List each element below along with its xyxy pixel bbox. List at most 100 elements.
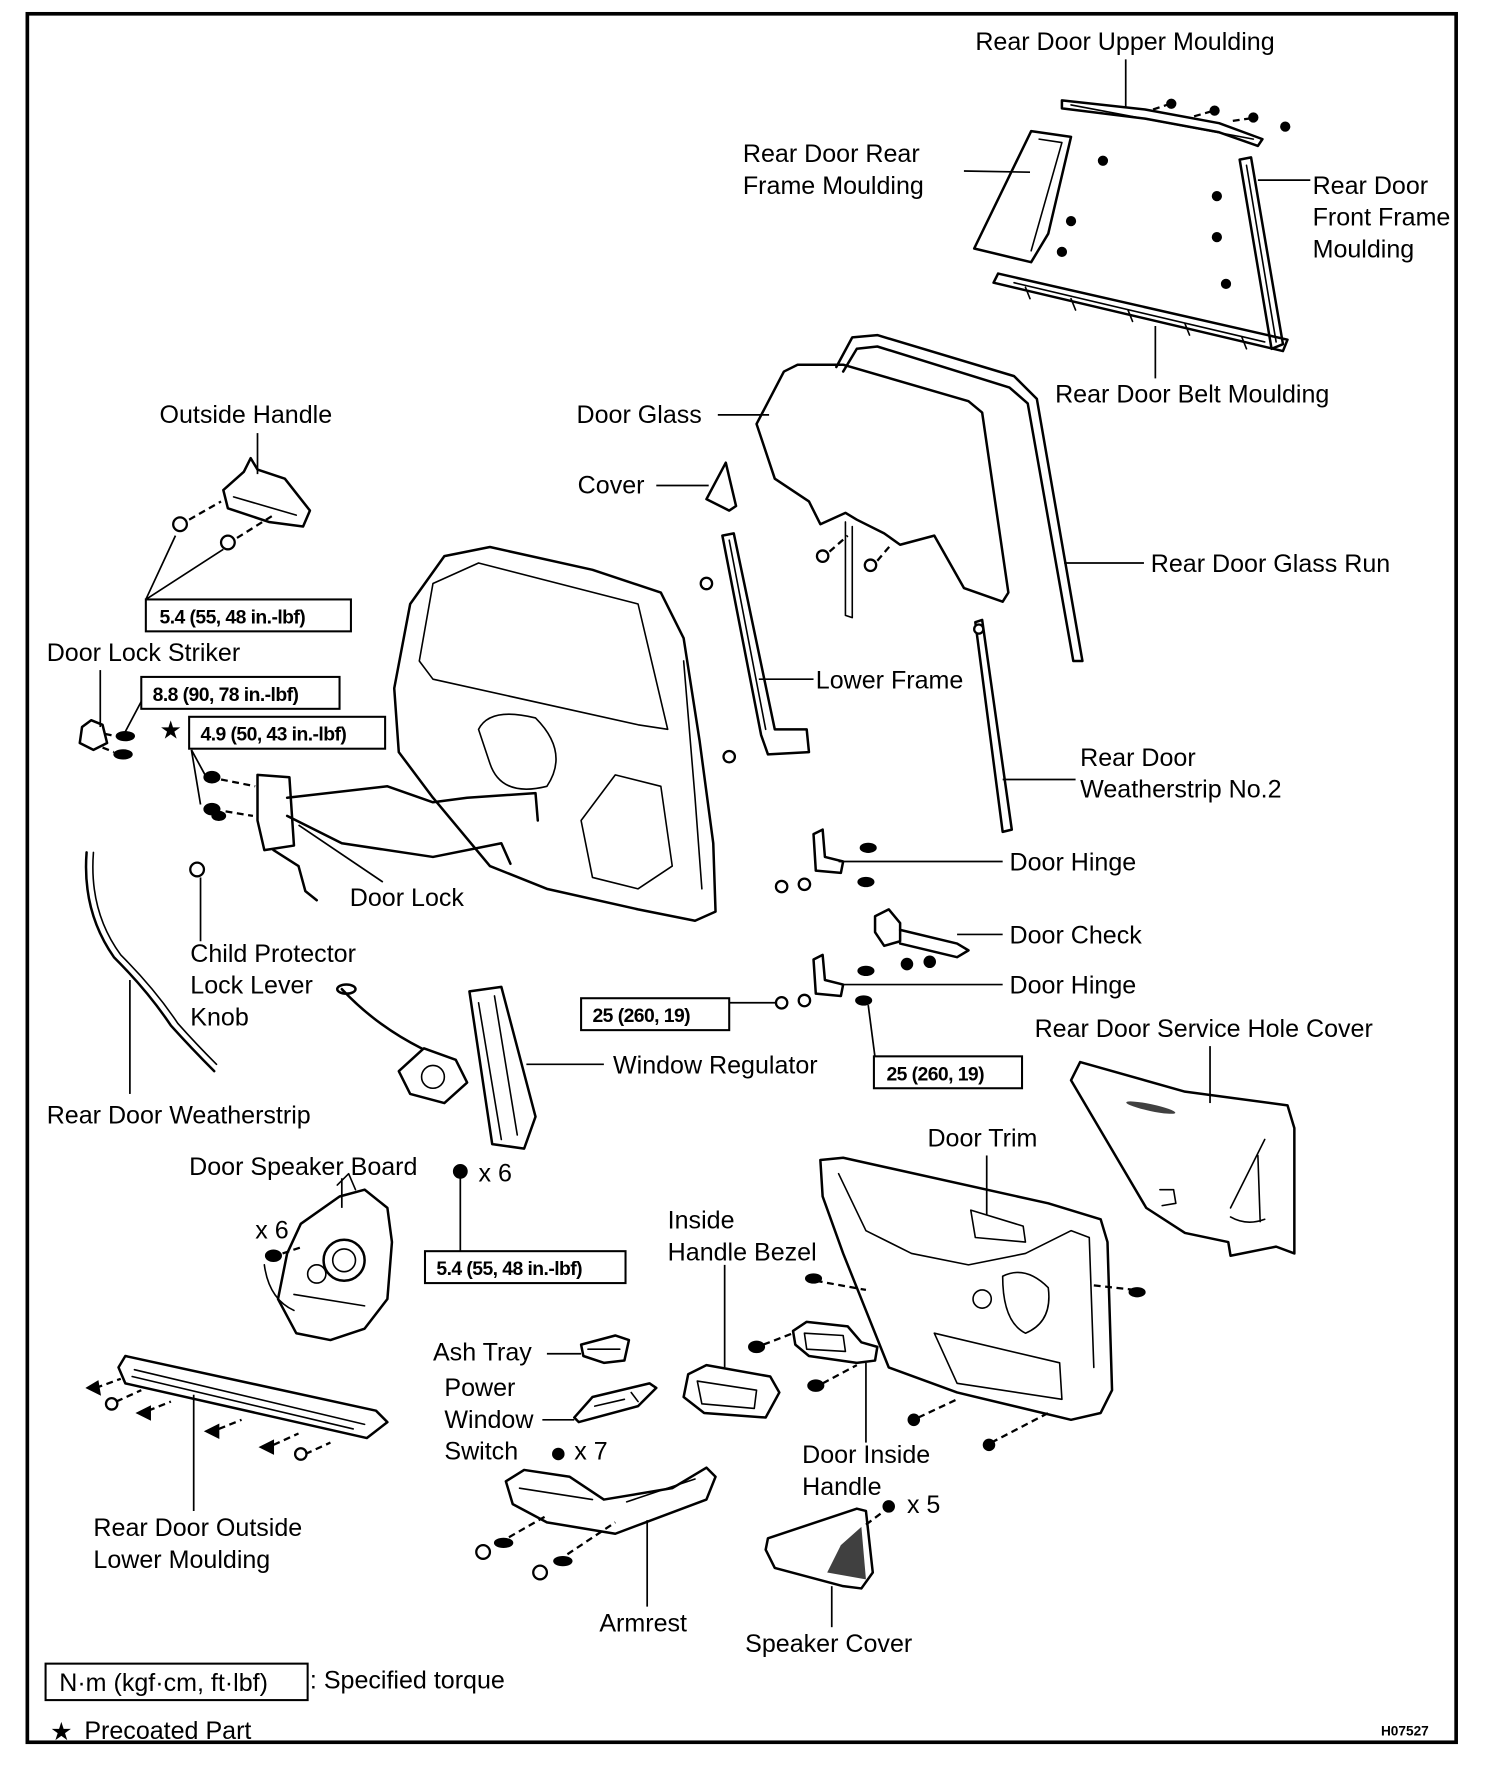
label-door-glass: Door Glass [577,401,702,429]
door-lock[interactable] [203,770,540,902]
door-inside-handle[interactable] [748,1320,879,1392]
rear-door-upper-moulding[interactable] [1060,99,1264,148]
rear-door-weatherstrip[interactable] [84,851,218,1073]
armrest-screw [552,1447,565,1461]
qty-armrest-screws: x 7 [574,1438,607,1466]
label-door-check: Door Check [1010,922,1143,950]
label-door-inside-handle-2: Handle [802,1473,881,1501]
rear-door-outside-lower-moulding[interactable] [85,1354,389,1461]
label-power-window-switch-1: Power [444,1374,515,1402]
label-door-inside-handle-1: Door Inside [802,1441,930,1469]
label-rear-door-upper-moulding: Rear Door Upper Moulding [975,28,1274,56]
rear-door-glass-run[interactable] [835,333,1084,663]
torque-value: 4.9 (50, 43 in.-lbf) [201,724,347,746]
door-hinge-lower[interactable] [774,953,875,1010]
door-glass[interactable] [755,363,1010,619]
label-outside-lower-moulding-2: Lower Moulding [93,1546,270,1574]
power-window-switch[interactable] [573,1382,658,1424]
lower-frame-nut [699,576,714,591]
rear-frame-clips [1056,155,1109,258]
rear-door-weatherstrip-no2[interactable] [973,618,1014,834]
label-rear-door-weatherstrip-no2-1: Rear Door [1080,744,1196,772]
rear-door-belt-moulding[interactable] [992,272,1289,353]
door-trim[interactable] [804,1156,1146,1452]
legend: N·m (kgf·cm, ft·lbf) : Specified torque … [44,1662,505,1746]
qty-speaker-board-screws: x 6 [255,1217,288,1245]
legend-precoated-desc: Precoated Part [84,1717,251,1745]
torque-box-door-hinge-right: 25 (260, 19) [872,1055,1024,1090]
label-armrest: Armrest [599,1610,687,1638]
precoated-star: ★ [160,716,182,744]
label-door-hinge-lower: Door Hinge [1010,972,1137,1000]
label-window-regulator: Window Regulator [613,1051,818,1079]
rear-door-service-hole-cover[interactable] [1069,1060,1296,1257]
door-lock-striker[interactable] [78,718,136,760]
label-outside-handle: Outside Handle [160,401,333,429]
torque-box-door-lock: 4.9 (50, 43 in.-lbf) [188,715,387,750]
label-power-window-switch-3: Switch [444,1438,518,1466]
label-lower-frame: Lower Frame [816,666,964,694]
label-door-speaker-board: Door Speaker Board [189,1153,417,1181]
label-rear-door-weatherstrip-no2-2: Weatherstrip No.2 [1080,776,1281,804]
cover[interactable] [705,461,738,512]
torque-box-window-regulator: 5.4 (55, 48 in.-lbf) [423,1250,627,1285]
torque-value: 25 (260, 19) [886,1063,984,1085]
label-power-window-switch-2: Window [444,1406,534,1434]
leader-line [298,824,384,883]
label-rear-door-front-frame-moulding-3: Moulding [1313,236,1415,264]
label-child-protector-1: Child Protector [190,940,356,968]
label-door-lock-striker: Door Lock Striker [47,639,240,667]
legend-torque-desc: : Specified torque [310,1667,505,1695]
label-ash-tray: Ash Tray [433,1339,532,1367]
torque-box-outside-handle: 5.4 (55, 48 in.-lbf) [144,598,352,633]
label-rear-door-weatherstrip: Rear Door Weatherstrip [47,1102,311,1130]
label-door-lock: Door Lock [350,884,465,912]
label-inside-handle-bezel-2: Handle Bezel [668,1238,817,1266]
leader-line [963,170,1031,174]
inside-handle-bezel[interactable] [682,1363,781,1419]
front-frame-clips [1211,190,1232,289]
window-regulator[interactable] [336,983,537,1150]
label-inside-handle-bezel-1: Inside [668,1206,735,1234]
legend-precoated-symbol: ★ [50,1718,72,1746]
torque-value: 5.4 (55, 48 in.-lbf) [436,1258,582,1280]
figure-code: H07527 [1381,1723,1429,1738]
regulator-bolt [452,1164,468,1179]
label-cover: Cover [578,471,645,499]
label-door-hinge-upper: Door Hinge [1010,849,1137,877]
qty-speaker-cover-screws: x 5 [907,1491,940,1519]
label-rear-door-service-hole-cover: Rear Door Service Hole Cover [1035,1015,1373,1043]
lower-frame[interactable] [721,532,811,756]
diagram-frame [25,11,1458,1745]
outside-handle[interactable] [172,456,312,551]
door-speaker-board[interactable] [263,1172,394,1342]
label-child-protector-2: Lock Lever [190,972,313,1000]
door-check[interactable] [873,908,970,971]
armrest[interactable] [475,1466,717,1581]
leader-line [190,749,206,805]
rear-door-rear-frame-moulding[interactable] [972,129,1073,264]
label-rear-door-belt-moulding: Rear Door Belt Moulding [1055,380,1329,408]
child-protector-knob[interactable] [189,861,206,878]
label-door-trim: Door Trim [927,1124,1037,1152]
door-panel[interactable] [392,545,717,923]
speaker-cover[interactable] [764,1500,895,1590]
qty-regulator-bolts: x 6 [479,1160,512,1188]
label-rear-door-front-frame-moulding-2: Front Frame [1313,204,1451,232]
torque-box-door-hinge-left: 25 (260, 19) [580,997,731,1032]
torque-value: 5.4 (55, 48 in.-lbf) [160,606,306,628]
door-glass-bolts [815,534,892,573]
leader-line [867,1004,876,1058]
label-rear-door-glass-run: Rear Door Glass Run [1151,550,1390,578]
label-rear-door-rear-frame-moulding-1: Rear Door Rear [743,140,920,168]
label-rear-door-front-frame-moulding-1: Rear Door [1313,172,1429,200]
ash-tray[interactable] [579,1334,631,1365]
legend-torque-box [44,1662,309,1702]
label-rear-door-rear-frame-moulding-2: Frame Moulding [743,172,924,200]
torque-value: 25 (260, 19) [592,1005,690,1027]
rear-door-front-frame-moulding[interactable] [1238,156,1285,351]
torque-box-door-lock-striker: 8.8 (90, 78 in.-lbf) [140,675,341,710]
door-hinge-upper[interactable] [774,828,877,894]
label-child-protector-3: Knob [190,1004,248,1032]
